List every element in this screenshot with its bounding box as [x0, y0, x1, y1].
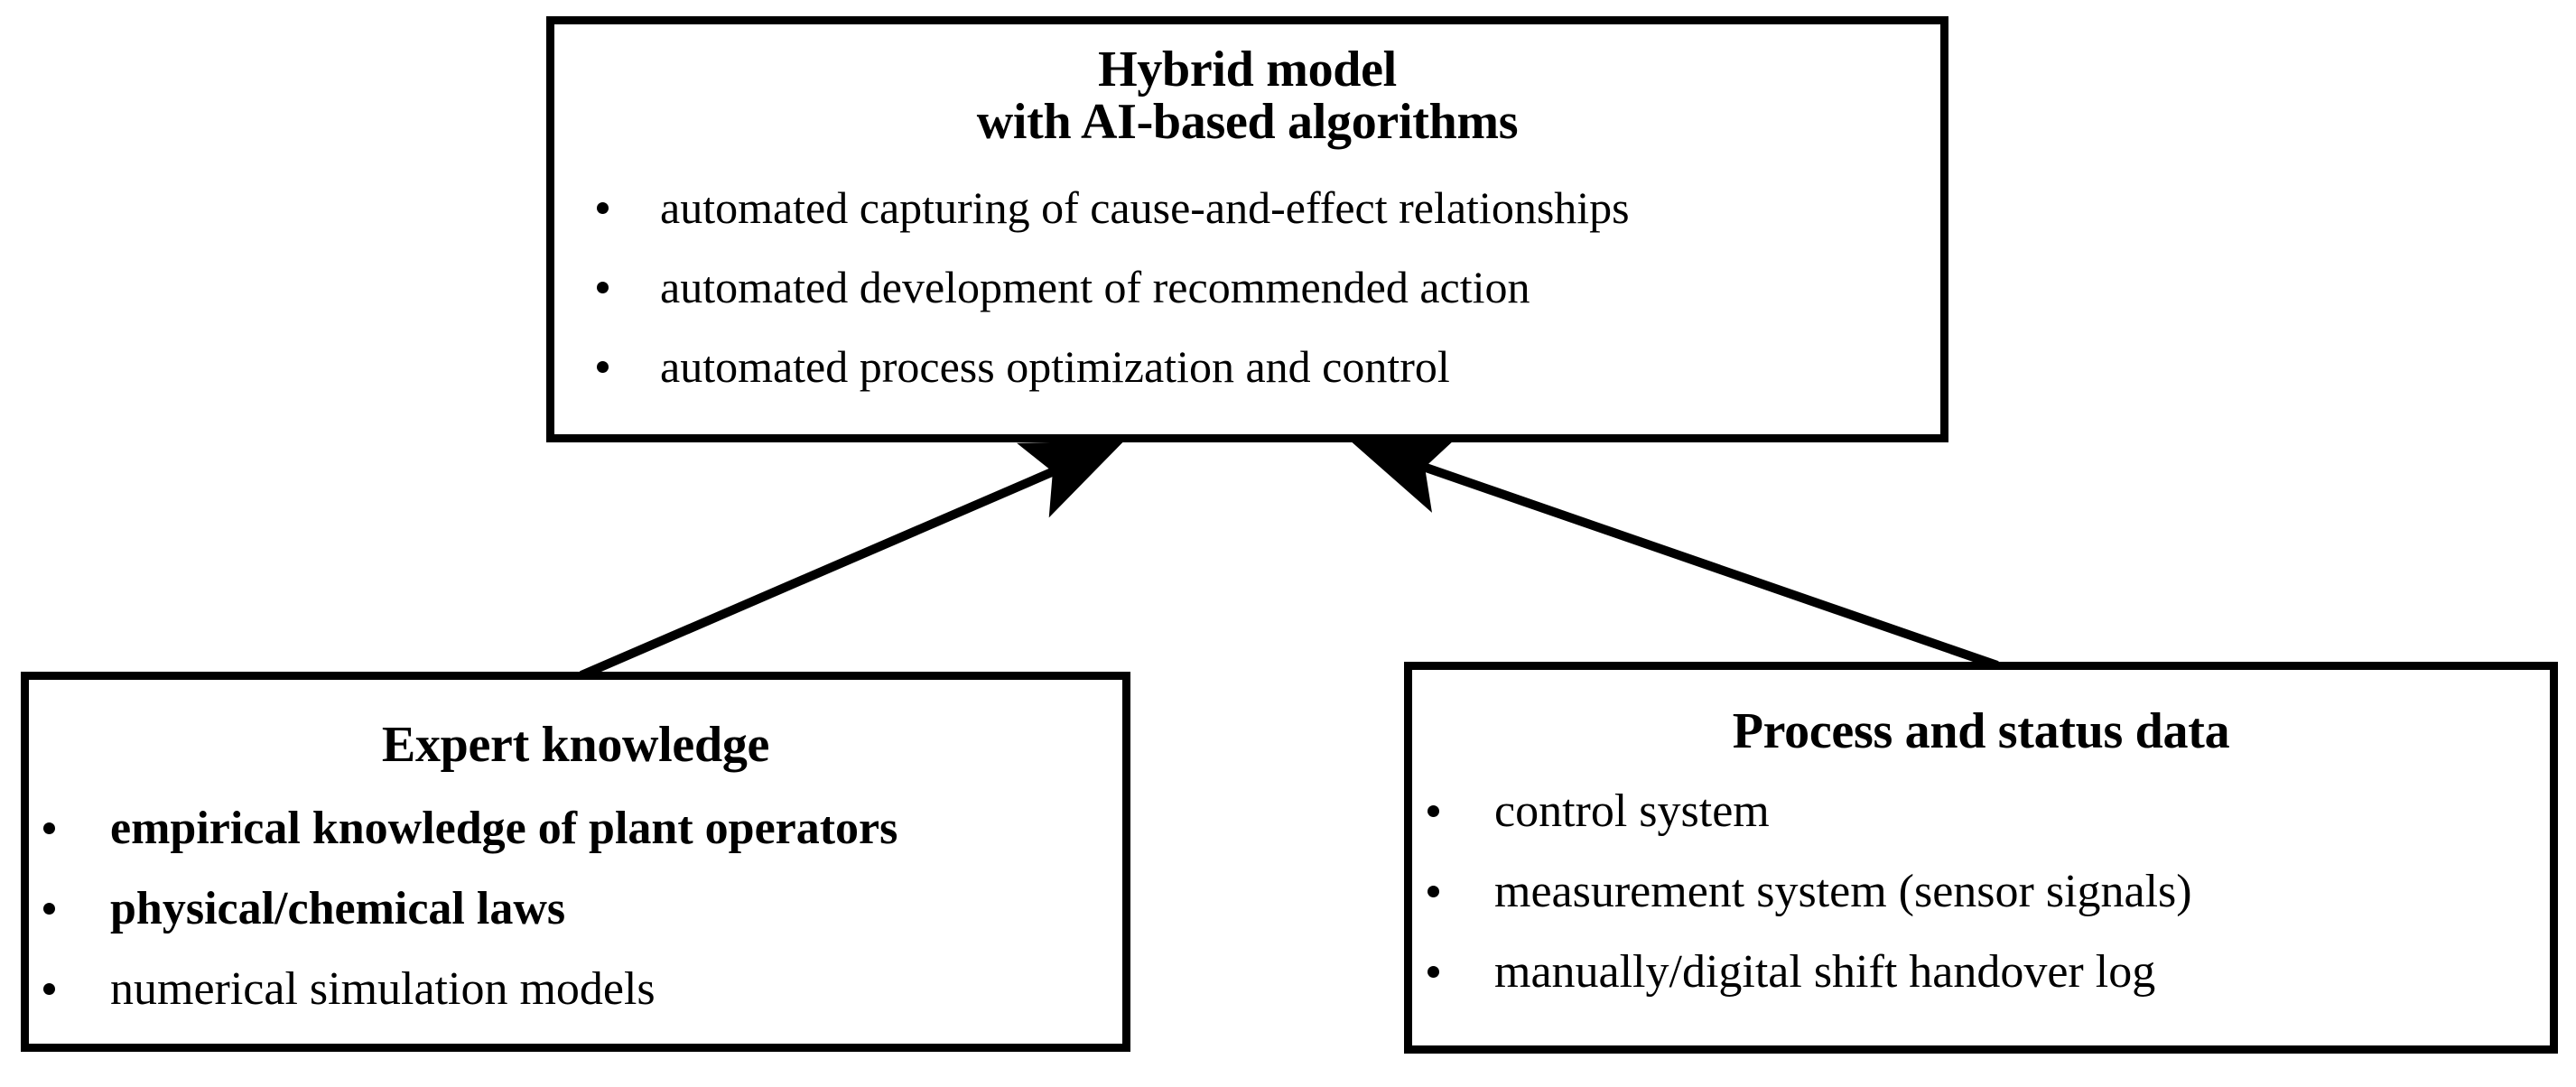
node-hybrid-model-bullet-list: automated capturing of cause-and-effect … [554, 168, 1940, 406]
list-item: manually/digital shift handover log [1420, 932, 2550, 1012]
list-item: empirical knowledge of plant operators [36, 788, 1122, 869]
list-item: numerical simulation models [36, 949, 1122, 1029]
list-item: physical/chemical laws [36, 869, 1122, 949]
list-item: automated development of recommended act… [590, 247, 1940, 327]
bullet-dot-icon [597, 361, 609, 374]
bullet-dot-icon [1427, 805, 1439, 818]
list-item: automated process optimization and contr… [590, 327, 1940, 406]
node-hybrid-model-title: Hybrid model with AI-based algorithms [554, 24, 1940, 148]
bullet-dot-icon [597, 282, 609, 294]
list-item-label: automated capturing of cause-and-effect … [660, 182, 1630, 234]
list-item-label: physical/chemical laws [110, 882, 566, 934]
node-expert-knowledge-title: Expert knowledge [29, 680, 1122, 772]
list-item-label: empirical knowledge of plant operators [110, 802, 898, 854]
node-process-and-status-data: Process and status data control system m… [1404, 662, 2558, 1054]
node-hybrid-model-title-line-1: Hybrid model [1098, 42, 1397, 98]
node-expert-knowledge-title-line-1: Expert knowledge [381, 717, 770, 773]
list-item-label: manually/digital shift handover log [1494, 945, 2156, 998]
bullet-dot-icon [597, 202, 609, 215]
bullet-dot-icon [43, 822, 55, 835]
node-hybrid-model: Hybrid model with AI-based algorithms au… [546, 16, 1948, 442]
list-item-label: measurement system (sensor signals) [1494, 865, 2192, 917]
node-hybrid-model-title-line-2: with AI-based algorithms [976, 93, 1519, 150]
node-process-and-status-data-bullet-list: control system measurement system (senso… [1412, 771, 2550, 1012]
arrow-expert-to-hybrid [580, 441, 1124, 680]
bullet-dot-icon [1427, 966, 1439, 979]
list-item: control system [1420, 771, 2550, 851]
node-expert-knowledge-bullet-list: empirical knowledge of plant operators p… [29, 788, 1122, 1029]
list-item-label: automated process optimization and contr… [660, 341, 1450, 393]
list-item-label: control system [1494, 785, 1770, 837]
node-expert-knowledge: Expert knowledge empirical knowledge of … [21, 672, 1130, 1052]
list-item: measurement system (sensor signals) [1420, 851, 2550, 932]
list-item-label: numerical simulation models [110, 962, 656, 1015]
node-process-and-status-data-title-line-1: Process and status data [1732, 703, 2230, 759]
bullet-dot-icon [43, 903, 55, 915]
bullet-dot-icon [43, 983, 55, 996]
arrow-data-to-hybrid [1351, 435, 1999, 670]
list-item: automated capturing of cause-and-effect … [590, 168, 1940, 247]
bullet-dot-icon [1427, 886, 1439, 898]
node-process-and-status-data-title: Process and status data [1412, 670, 2550, 758]
list-item-label: automated development of recommended act… [660, 262, 1530, 313]
